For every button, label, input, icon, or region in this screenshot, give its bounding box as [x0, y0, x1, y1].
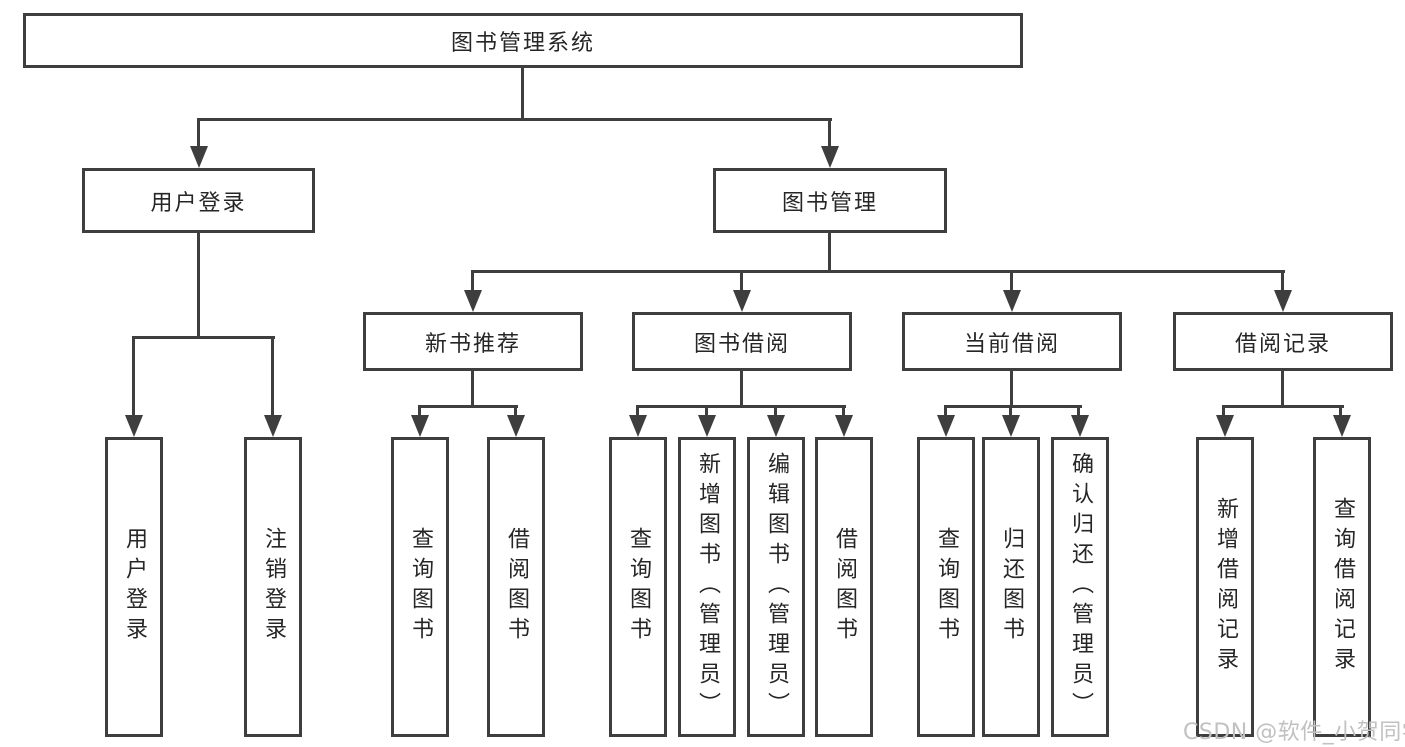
node-new-book-recommend: 新书推荐	[363, 312, 583, 371]
connector-userlogin-rail	[132, 336, 275, 339]
arrow-down-icon	[937, 415, 955, 437]
connector-bookmgmt-drop-3	[1010, 270, 1013, 290]
connector-userlogin-drop-right	[271, 336, 274, 415]
node-book-borrow: 图书借阅	[632, 312, 852, 371]
leaf-query-books-recommend: 查询图书	[391, 437, 449, 737]
leaf-query-books-current-label: 查询图书	[934, 527, 959, 647]
connector-newbook-drop-2	[514, 405, 517, 415]
arrow-down-icon	[733, 290, 751, 312]
connector-root-stem	[521, 67, 524, 118]
connector-records-rail	[1222, 405, 1344, 408]
arrow-down-icon	[464, 290, 482, 312]
node-current-borrow-label: 当前借阅	[963, 331, 1060, 357]
leaf-query-books-current: 查询图书	[917, 437, 975, 737]
arrow-down-icon	[1216, 415, 1234, 437]
connector-currentborrow-drop-3	[1077, 405, 1080, 415]
arrow-down-icon	[821, 146, 839, 168]
connector-records-drop-1	[1222, 405, 1225, 415]
leaf-logout-label: 注销登录	[261, 527, 286, 647]
leaf-query-books-borrow-label: 查询图书	[626, 527, 651, 647]
arrow-down-icon	[1333, 415, 1351, 437]
arrow-down-icon	[835, 415, 853, 437]
connector-userlogin-stem	[197, 233, 200, 336]
leaf-return-books: 归还图书	[982, 437, 1040, 737]
connector-currentborrow-drop-2	[1009, 405, 1012, 415]
node-user-login: 用户登录	[82, 168, 315, 233]
node-borrow-records-label: 借阅记录	[1234, 331, 1331, 357]
node-borrow-records: 借阅记录	[1173, 312, 1393, 371]
leaf-edit-book-admin: 编辑图书（管理员）	[747, 437, 805, 737]
connector-bookmgmt-drop-2	[740, 270, 743, 290]
node-root: 图书管理系统	[23, 13, 1023, 68]
leaf-borrow-books-recommend: 借阅图书	[487, 437, 545, 737]
connector-currentborrow-drop-1	[944, 405, 947, 415]
leaf-borrow-books-recommend-label: 借阅图书	[504, 527, 529, 647]
node-current-borrow: 当前借阅	[902, 312, 1122, 371]
arrow-down-icon	[507, 415, 525, 437]
leaf-query-borrow-record: 查询借阅记录	[1313, 437, 1371, 737]
leaf-add-borrow-record-label: 新增借阅记录	[1213, 497, 1238, 677]
leaf-add-book-admin: 新增图书（管理员）	[678, 437, 736, 737]
leaf-query-books-borrow: 查询图书	[609, 437, 667, 737]
connector-records-stem	[1281, 371, 1284, 405]
arrow-down-icon	[125, 415, 143, 437]
connector-bookborrow-drop-2	[705, 405, 708, 415]
connector-root-drop-left	[197, 118, 200, 146]
connector-currentborrow-stem	[1010, 371, 1013, 405]
arrow-down-icon	[1274, 290, 1292, 312]
connector-newbook-rail	[418, 405, 518, 408]
arrow-down-icon	[767, 415, 785, 437]
leaf-return-books-label: 归还图书	[999, 527, 1024, 647]
arrow-down-icon	[1002, 415, 1020, 437]
arrow-down-icon	[190, 146, 208, 168]
connector-bookborrow-drop-1	[636, 405, 639, 415]
leaf-borrow-books: 借阅图书	[815, 437, 873, 737]
connector-currentborrow-rail	[944, 405, 1082, 408]
node-book-management: 图书管理	[713, 168, 947, 233]
arrow-down-icon	[698, 415, 716, 437]
arrow-down-icon	[1071, 415, 1089, 437]
arrow-down-icon	[629, 415, 647, 437]
leaf-edit-book-admin-label: 编辑图书（管理员）	[764, 452, 789, 722]
watermark-text: CSDN @软件_小贺同学	[1183, 720, 1405, 745]
leaf-add-book-admin-label: 新增图书（管理员）	[695, 452, 720, 722]
connector-bookmgmt-drop-1	[471, 270, 474, 290]
connector-newbook-stem	[471, 371, 474, 405]
connector-newbook-drop-1	[418, 405, 421, 415]
node-book-borrow-label: 图书借阅	[693, 331, 790, 357]
leaf-user-login: 用户登录	[105, 437, 163, 737]
connector-root-drop-right	[828, 118, 831, 146]
node-new-book-recommend-label: 新书推荐	[424, 331, 521, 357]
arrow-down-icon	[411, 415, 429, 437]
leaf-user-login-label: 用户登录	[122, 527, 147, 647]
node-book-management-label: 图书管理	[781, 190, 878, 216]
connector-bookborrow-stem	[740, 371, 743, 405]
connector-bookborrow-rail	[636, 405, 846, 408]
connector-userlogin-drop-left	[132, 336, 135, 415]
connector-records-drop-2	[1339, 405, 1342, 415]
arrow-down-icon	[264, 415, 282, 437]
connector-bookmgmt-drop-4	[1281, 270, 1284, 290]
leaf-logout: 注销登录	[244, 437, 302, 737]
leaf-query-books-recommend-label: 查询图书	[408, 527, 433, 647]
leaf-borrow-books-label: 借阅图书	[832, 527, 857, 647]
leaf-confirm-return-admin: 确认归还（管理员）	[1051, 437, 1109, 737]
arrow-down-icon	[1003, 290, 1021, 312]
node-root-label: 图书管理系统	[450, 30, 595, 56]
leaf-query-borrow-record-label: 查询借阅记录	[1330, 497, 1355, 677]
connector-root-rail	[197, 118, 832, 121]
connector-bookborrow-drop-4	[842, 405, 845, 415]
leaf-add-borrow-record: 新增借阅记录	[1196, 437, 1254, 737]
connector-bookmgmt-rail	[471, 270, 1285, 273]
connector-bookmgmt-stem	[828, 233, 831, 270]
leaf-confirm-return-admin-label: 确认归还（管理员）	[1068, 452, 1093, 722]
node-user-login-label: 用户登录	[150, 190, 247, 216]
connector-bookborrow-drop-3	[774, 405, 777, 415]
